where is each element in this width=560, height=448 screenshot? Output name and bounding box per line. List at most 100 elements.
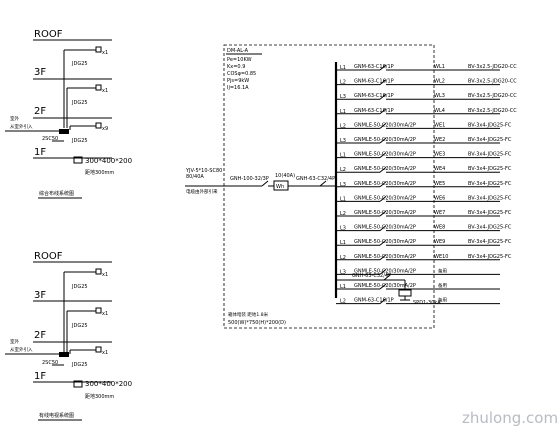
- circuit-breaker: GNMLE-50-C20/30mA/2P: [354, 195, 416, 201]
- circuit-phase: L3: [340, 226, 346, 232]
- circuit-id: WE8: [434, 225, 445, 231]
- breaker-contact: [379, 298, 387, 304]
- circuit-breaker: GNMLE-50-C20/30mA/2P: [354, 239, 416, 245]
- circuit-id: WE4: [434, 166, 445, 172]
- breaker-contact: [261, 180, 269, 187]
- box-size: 300*400*200: [85, 380, 132, 388]
- circuit-phase: L2: [340, 299, 346, 305]
- side-note: 从室外引入: [10, 346, 33, 353]
- device-conduit: JDG25: [71, 61, 88, 67]
- circuit-phase: L2: [340, 211, 346, 217]
- outlet-icon: [95, 307, 102, 314]
- breaker-contact: [319, 180, 327, 187]
- circuit-id: WL3: [434, 93, 445, 99]
- panel-param: COSφ=0.85: [227, 71, 256, 77]
- circuit-phase: L2: [340, 255, 346, 261]
- diagram-title: 有线电视系统图: [39, 412, 74, 419]
- circuit-phase: L3: [340, 138, 346, 144]
- breaker-contact: [379, 269, 387, 275]
- spd-breaker-rating: GNH-63-C32/4P: [296, 176, 335, 182]
- circuit-use: 备用: [438, 282, 447, 289]
- circuit-breaker: GNMLE-50-C20/30mA/2P: [354, 166, 416, 172]
- incoming-cable: YJV-5*10-SC80: [185, 168, 222, 174]
- device-count: x1: [102, 311, 108, 317]
- circuit-breaker: GNMLE-50-C20/30mA/2P: [354, 254, 416, 260]
- circuit-phase: L2: [340, 167, 346, 173]
- circuit-breaker: GNMLE-50-C20/30mA/2P: [354, 283, 416, 289]
- riser-diagram-cabling: ROOF 3F 2F 1F x1 JDG25 x1 JDG25 x9 JDG25…: [5, 29, 132, 199]
- circuit-breaker: GNM-63-C16/1P: [354, 108, 394, 114]
- circuit-phase: L1: [340, 196, 346, 202]
- circuit-use: 备用: [438, 297, 447, 304]
- side-note: 室外: [10, 338, 19, 345]
- floor-label-2f: 2F: [34, 330, 46, 341]
- circuit-cable: BV-3x2.5-JDG20-CC: [468, 108, 517, 114]
- circuit-cable: BV-3x2.5-JDG20-CC: [468, 93, 517, 99]
- circuit-cable: BV-3x4-JDG25-FC: [468, 181, 512, 187]
- outlet-icon: [95, 122, 102, 129]
- outlet-icon: [95, 46, 102, 53]
- distribution-box-icon: [59, 352, 69, 357]
- breaker-contact: [379, 225, 387, 231]
- circuit-phase: L1: [340, 240, 346, 246]
- box-size: 300*400*200: [85, 157, 132, 165]
- trunk-conduit: 2SC50: [42, 136, 58, 142]
- circuit-cable: BV-3x2.5-JDG20-CC: [468, 79, 517, 85]
- box-height: 距地300mm: [85, 393, 114, 400]
- floor-label-3f: 3F: [34, 67, 46, 78]
- breaker-contact: [379, 210, 387, 217]
- spd-label: SPD1-30kA: [413, 300, 441, 306]
- circuit-id: WE7: [434, 210, 445, 216]
- circuit-id: WL2: [434, 79, 445, 85]
- circuit-id: WE3: [434, 152, 445, 158]
- main-breaker: GNH-100-32/3P: [230, 176, 269, 182]
- circuit-cable: BV-3x4-JDG25-FC: [468, 166, 512, 172]
- breaker-contact: [379, 64, 387, 71]
- circuit-phase: L3: [340, 269, 346, 275]
- circuit-phase: L1: [340, 65, 346, 71]
- breaker-contact: [379, 239, 387, 246]
- circuit-phase: L3: [340, 94, 346, 100]
- panel-name: DM-AL-A: [227, 48, 249, 54]
- breaker-contact: [379, 283, 387, 290]
- breaker-contact: [379, 181, 387, 188]
- circuit-cable: BV-3x4-JDG25-FC: [468, 225, 512, 231]
- panel-footnote: 500(W)*750(H)*200(D): [228, 320, 286, 326]
- side-note: 从室外引入: [10, 123, 33, 130]
- circuit-use: 备用: [438, 267, 447, 274]
- breaker-contact: [379, 152, 387, 158]
- circuit-id: WE1: [434, 122, 445, 128]
- breaker-contact: [379, 79, 387, 85]
- panel-param: Kx=0.9: [227, 64, 245, 70]
- circuit-id: WE10: [434, 254, 448, 260]
- circuit-phase: L1: [340, 109, 346, 115]
- circuit-id: WE5: [434, 181, 445, 187]
- device-conduit: JDG25: [71, 100, 88, 106]
- circuit-breaker: GNMLE-50-C20/30mA/2P: [354, 225, 416, 231]
- circuit-breaker: GNMLE-50-C20/30mA/2P: [354, 268, 416, 274]
- circuit-cable: BV-3x4-JDG25-FC: [468, 195, 512, 201]
- circuit-breaker: GNMLE-50-C20/30mA/2P: [354, 137, 416, 143]
- device-conduit: JDG25: [71, 323, 88, 329]
- distribution-panel: DM-AL-A Pe=10KW Kx=0.9 COSφ=0.85 Pjs=9kW…: [185, 44, 517, 329]
- circuit-breaker: GNM-63-C16/1P: [354, 79, 394, 85]
- watermark: zhulong.com: [462, 409, 558, 427]
- circuit-breaker: GNMLE-50-C20/30mA/2P: [354, 152, 416, 158]
- circuit-breaker: GNM-63-C16/1P: [354, 64, 394, 70]
- floor-label-1f: 1F: [34, 147, 46, 158]
- outlet-icon: [95, 84, 102, 91]
- riser-diagram-catv: ROOF 3F 2F 1F x1 JDG25 x1 JDG25 x1 JDG25…: [5, 251, 132, 421]
- circuit-id: WE6: [434, 195, 445, 201]
- circuit-phase: L3: [340, 182, 346, 188]
- circuit-cable: BV-3x4-JDG25-FC: [468, 239, 512, 245]
- circuit-id: WL1: [434, 64, 445, 70]
- floor-label-roof: ROOF: [34, 29, 63, 40]
- spd-breaker: GNH-63-C32/4P: [352, 273, 391, 279]
- circuit-cable: BV-3x4-JDG25-FC: [468, 210, 512, 216]
- device-count: x9: [102, 126, 108, 132]
- diagram-title: 综合布线系统图: [39, 190, 74, 197]
- circuit-breaker: GNMLE-50-C20/30mA/2P: [354, 210, 416, 216]
- breaker-contact: [379, 137, 387, 144]
